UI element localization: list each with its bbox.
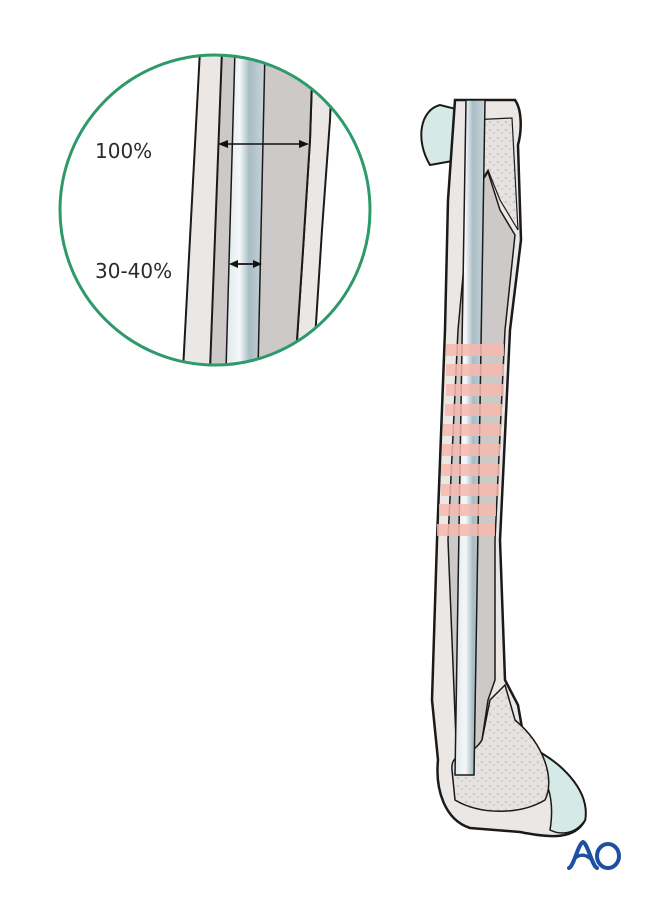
highlight-zone [437, 344, 504, 536]
nail-width-label: 30-40% [95, 259, 173, 283]
femur-bone [420, 98, 587, 838]
ao-logo [567, 839, 621, 870]
magnified-view [60, 55, 370, 365]
canal-width-label: 100% [95, 139, 153, 163]
magnifier-circle [58, 53, 372, 367]
